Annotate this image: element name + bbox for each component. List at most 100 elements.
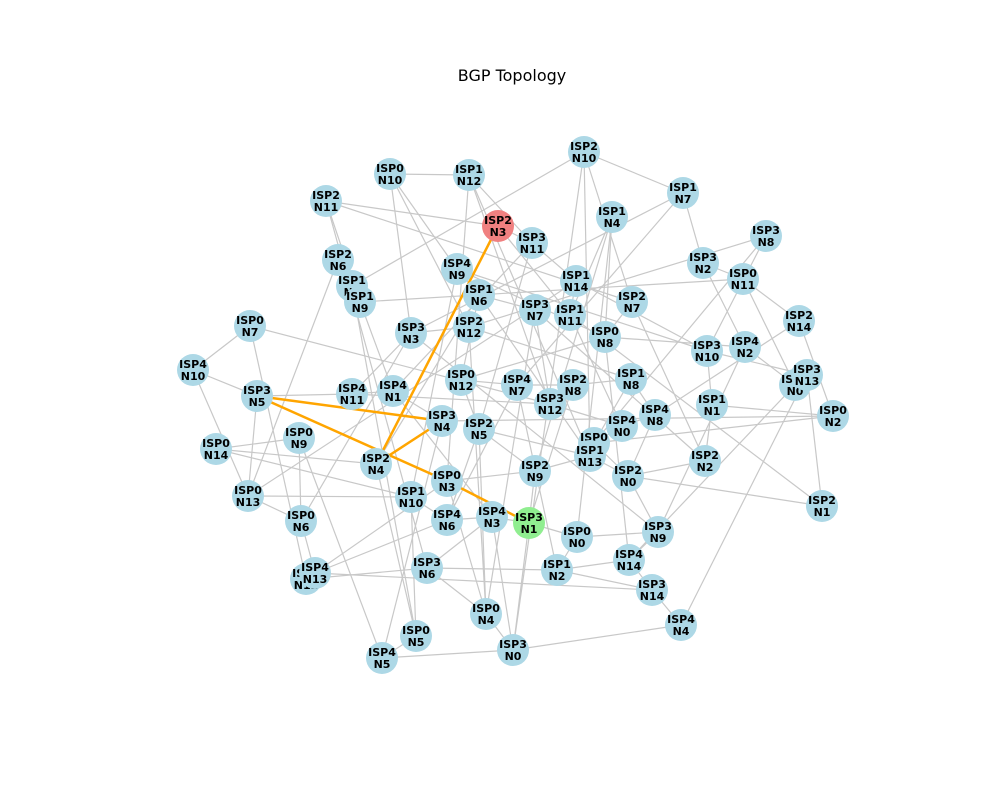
node-circle bbox=[729, 331, 761, 363]
node-circle bbox=[463, 279, 495, 311]
edge-isp1-n13-isp1-n6 bbox=[478, 294, 591, 457]
node-circle bbox=[463, 413, 495, 445]
node-circle bbox=[642, 516, 674, 548]
edge-isp0-n14-isp1-n10 bbox=[215, 448, 412, 498]
edge-isp3-n6-isp1-n2 bbox=[426, 567, 558, 571]
edge-isp3-n5-isp0-n13 bbox=[247, 395, 258, 497]
node-circle bbox=[411, 552, 443, 584]
edge-isp4-n5-isp3-n0 bbox=[381, 649, 514, 659]
node-circle bbox=[336, 378, 368, 410]
node-circle bbox=[665, 609, 697, 641]
edge-isp1-n2-isp3-n14 bbox=[556, 569, 653, 591]
edge-isp4-n9-isp1-n10 bbox=[410, 268, 458, 498]
edge-isp2-n6-isp0-n13 bbox=[247, 259, 339, 497]
edge-isp0-n0-isp1-n4 bbox=[576, 216, 613, 538]
node-circle bbox=[395, 481, 427, 513]
